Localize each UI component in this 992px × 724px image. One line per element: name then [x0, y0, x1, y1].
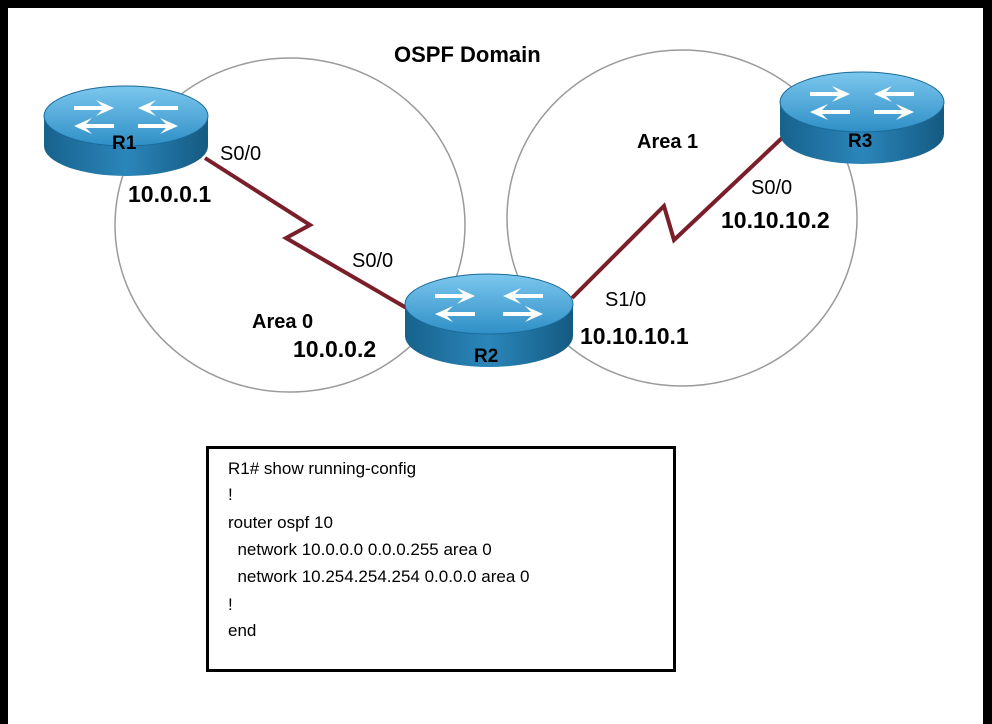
- serial-link-r2-r3: [570, 136, 784, 300]
- diagram-title: OSPF Domain: [394, 42, 541, 67]
- router-r1-icon: [43, 85, 209, 176]
- r1-interface: S0/0: [220, 143, 262, 165]
- config-line: end: [228, 621, 257, 640]
- router-r2-icon: [404, 273, 574, 367]
- router-r3-icon: [779, 71, 945, 164]
- r3-ip-address: 10.10.10.2: [721, 207, 830, 233]
- serial-link-r1-r2: [203, 156, 412, 312]
- r2-ip-area0: 10.0.0.2: [293, 336, 377, 362]
- config-line: router ospf 10: [228, 513, 333, 532]
- r2-interface-area0: S0/0: [352, 250, 394, 272]
- r2-interface-area1: S1/0: [605, 289, 647, 311]
- area-0-circle: [114, 57, 466, 393]
- area-0-label: Area 0: [252, 311, 314, 333]
- area-1-label: Area 1: [637, 131, 699, 153]
- r3-interface: S0/0: [751, 177, 793, 199]
- config-line: !: [228, 485, 233, 504]
- router-r1-label: R1: [112, 133, 137, 154]
- config-line: R1# show running-config: [228, 459, 417, 478]
- config-line: !: [228, 595, 233, 614]
- config-line: network 10.0.0.0 0.0.0.255 area 0: [228, 540, 492, 559]
- router-r2-label: R2: [474, 346, 499, 367]
- r1-ip-address: 10.0.0.1: [128, 181, 212, 207]
- config-line: network 10.254.254.254 0.0.0.0 area 0: [228, 567, 530, 586]
- area-1-circle: [506, 49, 858, 387]
- r2-ip-area1: 10.10.10.1: [580, 323, 689, 349]
- router-r3-label: R3: [848, 131, 873, 152]
- config-listing: R1# show running-config ! router ospf 10…: [206, 446, 676, 672]
